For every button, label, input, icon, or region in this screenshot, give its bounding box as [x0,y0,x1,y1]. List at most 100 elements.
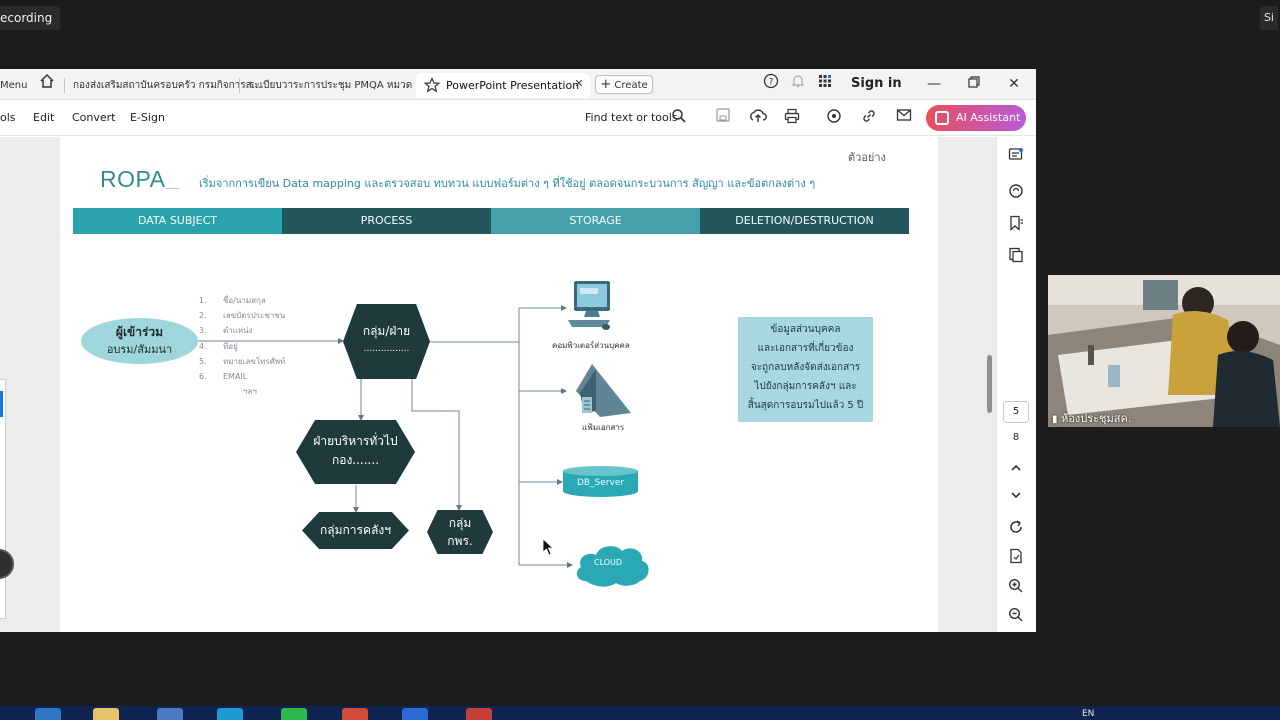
meeting-video-tile[interactable] [1048,275,1280,427]
zoom-in-icon[interactable] [1005,578,1027,598]
restore-icon[interactable] [963,73,985,95]
tab-separator [64,78,65,93]
windows-taskbar [0,706,1280,720]
header-data-subject: DATA SUBJECT [73,208,282,234]
menu-tools[interactable]: ols [0,111,16,124]
storage-folder-label: แฟ้มเอกสาร [582,423,625,432]
field-item: 3. ตำแหน่ง [199,323,285,338]
video-participant-label: ▮ ห้องประชุมสค. [1052,409,1131,427]
process-admin-line1: ฝ่ายบริหารทั่วไป [313,434,398,448]
sign-in-button[interactable]: Sign in [851,76,902,91]
rotate-icon[interactable] [1005,519,1027,539]
comment-icon[interactable] [1005,147,1027,167]
bell-icon[interactable] [787,73,809,95]
field-num: 3. [199,326,207,336]
save-icon[interactable] [713,108,733,128]
cloud-icon [572,541,652,589]
page-number-input[interactable]: 5 [1003,401,1029,423]
apps-icon[interactable] [814,73,836,95]
zoom-out-icon[interactable] [1005,607,1027,627]
ai-assistant-icon [935,111,949,125]
vertical-scrollbar[interactable] [987,355,992,413]
slide-subtitle: เริ่มจากการเขียน Data mapping และตรวจสอบ… [199,177,816,190]
data-subject-line1: ผู้เข้าร่วม [115,325,164,339]
taskbar-language[interactable]: EN [1082,709,1095,719]
ai-search-icon[interactable] [1005,183,1027,203]
field-item: 2.เลขบัตรประชาชน [199,308,285,323]
ai-search-icon[interactable] [824,108,844,128]
help-icon[interactable]: ? [760,73,782,95]
ai-assistant-button[interactable]: AI Assistant [926,105,1026,131]
mouse-cursor-icon [542,538,555,556]
search-icon[interactable] [669,108,689,128]
tab-powerpoint-presentation[interactable]: PowerPoint Presentation [416,73,590,98]
tab-separator [239,78,240,93]
computer-icon [566,280,614,332]
taskbar-app-icon[interactable] [157,708,183,720]
process-pdr-line1: กลุ่ม [448,516,472,530]
print-icon[interactable] [782,108,802,128]
bookmark-icon[interactable] [1005,215,1027,235]
tab-active-label: PowerPoint Presentation [446,79,580,92]
taskbar-zoom-icon[interactable] [402,708,428,720]
ai-assistant-label: AI Assistant [956,111,1021,124]
menu-convert[interactable]: Convert [72,111,116,124]
tab-bar: Menu กองส่งเสริมสถาบันครอบครัว กรมกิจการ… [0,69,1036,100]
tab-pmqa-agenda[interactable]: ระเบียบวาระการประชุม PMQA หมวด 6 ... [249,80,435,91]
chevron-down-icon[interactable] [1005,488,1027,508]
storage-computer-label: คอมพิวเตอร์ส่วนบุคคล [552,341,630,350]
deletion-note-line: ไปยังกลุ่มการคลังฯ และ [754,381,857,392]
field-item: 1.ชื่อ/นามสกุล [199,293,285,308]
star-icon[interactable] [423,77,441,93]
signal-icon: ▮ [1052,414,1058,425]
svg-text:?: ? [769,78,774,88]
taskbar-powerpoint-icon[interactable] [466,708,492,720]
data-subject-node: ผู้เข้าร่วม อบรม/สัมมนา [81,318,198,364]
taskbar-line-icon[interactable] [281,708,307,720]
tab-family-institution[interactable]: กองส่งเสริมสถาบันครอบครัว กรมกิจการส... [73,80,262,91]
process-admin-node: ฝ่ายบริหารทั่วไป กอง....... [296,420,415,484]
taskbar-ie-icon[interactable] [35,708,61,720]
copy-icon[interactable] [1005,247,1027,267]
page-extract-icon[interactable] [1005,548,1027,568]
process-group-line1: กลุ่ม/ฝ่าย [362,324,411,338]
storage-cloud-label: CLOUD [594,558,623,567]
close-tab-icon[interactable]: ✕ [574,77,584,90]
create-button[interactable]: + Create [595,75,653,94]
chevron-up-icon[interactable] [1005,461,1027,481]
find-text-or-tools[interactable]: Find text or tools [585,111,678,124]
minimize-icon[interactable]: — [927,76,941,92]
meeting-room-image [1048,275,1280,427]
taskbar-folder-icon[interactable] [93,708,119,720]
field-item: 6.EMAIL [199,369,285,384]
menu-e-sign[interactable]: E-Sign [130,111,165,124]
example-label: ตัวอย่าง [848,151,886,164]
upload-icon[interactable] [748,108,768,128]
home-icon[interactable] [37,73,57,93]
ropa-logo-text: ROPA [100,166,166,192]
deletion-note: ข้อมูลส่วนบุคคล และเอกสารที่เกี่ยวข้อง จ… [738,317,873,422]
field-num: 5. [199,356,207,366]
acrobat-toolbar: ols Edit Convert E-Sign Find text or too… [0,100,1036,136]
header-storage: STORAGE [491,208,700,234]
taskbar-chrome-icon[interactable] [342,708,368,720]
data-subject-line2: อบรม/สัมมนา [106,343,173,356]
tab-menu[interactable]: Menu [0,80,28,91]
close-window-icon[interactable]: ✕ [1008,76,1020,92]
field-text: ที่อยู่ [223,341,238,351]
header-process: PROCESS [282,208,491,234]
process-pdr-line2: กพร. [447,534,473,548]
menu-edit[interactable]: Edit [33,111,55,124]
ropa-logo: ROPA___ [100,166,181,192]
field-text: ตำแหน่ง [223,326,253,336]
field-num: 1. [199,296,207,305]
left-panel-edge[interactable] [0,379,6,619]
link-icon[interactable] [859,108,879,128]
field-text: เลขบัตรประชาชน [223,311,286,321]
field-text: EMAIL [223,372,248,382]
mail-icon[interactable] [894,108,914,128]
process-group-line2: ................ [363,344,410,354]
taskbar-edge-icon[interactable] [217,708,243,720]
field-item: 5.หมายเลขโทรศัพท์ [199,354,285,369]
